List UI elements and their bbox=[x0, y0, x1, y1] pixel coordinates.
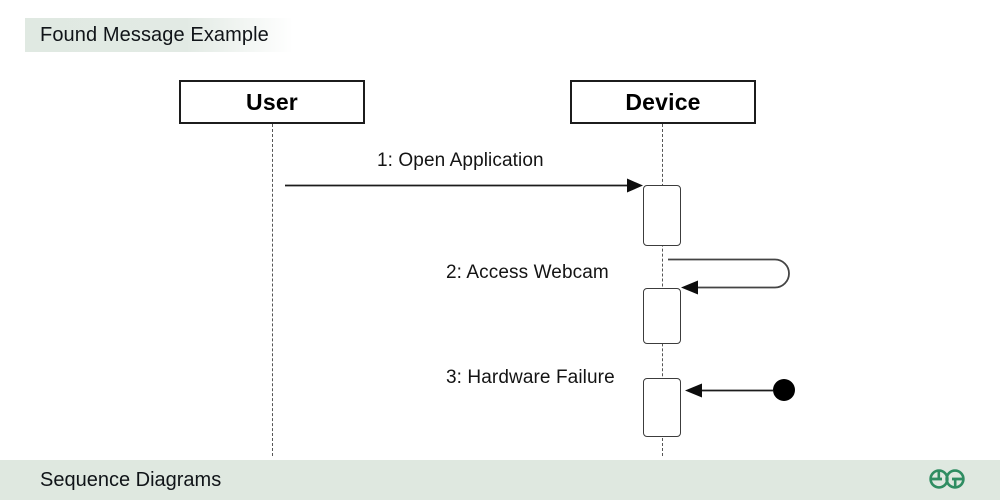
message-3-found-arrow bbox=[685, 379, 795, 401]
message-1-arrow bbox=[285, 178, 643, 193]
message-label-3: 3: Hardware Failure bbox=[446, 367, 615, 388]
message-2-self-loop bbox=[668, 258, 790, 295]
activation-bar-1[interactable] bbox=[643, 185, 681, 246]
footer-title: Sequence Diagrams bbox=[40, 469, 222, 491]
geeksforgeeks-logo-icon[interactable] bbox=[925, 464, 969, 494]
page-title: Found Message Example bbox=[40, 24, 269, 46]
participant-label-device: Device bbox=[625, 88, 701, 115]
footer-band bbox=[0, 460, 1000, 500]
participant-box-user[interactable]: User bbox=[179, 80, 365, 124]
message-label-2: 2: Access Webcam bbox=[446, 262, 609, 283]
activation-bar-2[interactable] bbox=[643, 288, 681, 344]
message-label-1: 1: Open Application bbox=[377, 150, 544, 171]
activation-bar-3[interactable] bbox=[643, 378, 681, 437]
participant-box-device[interactable]: Device bbox=[570, 80, 756, 124]
lifeline-user bbox=[272, 124, 273, 456]
participant-label-user: User bbox=[246, 88, 298, 115]
title-band bbox=[25, 18, 293, 52]
